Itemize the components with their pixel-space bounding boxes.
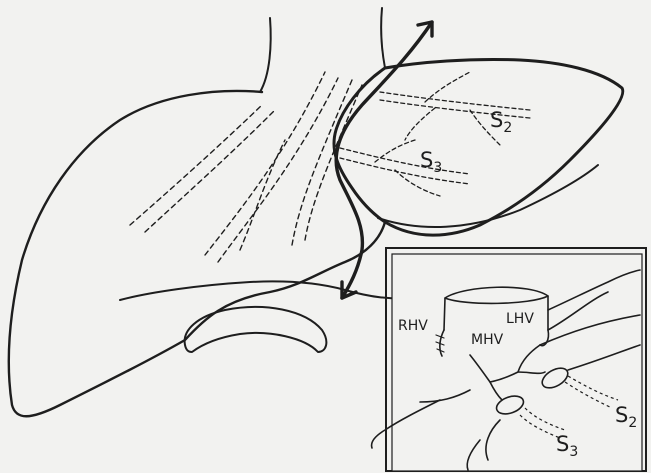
segment-3-vessels	[340, 140, 470, 196]
inset-label-rhv: RHV	[398, 318, 428, 334]
label-s3: S3	[420, 148, 442, 176]
label-s2: S2	[490, 108, 512, 136]
liver-outline	[9, 91, 385, 416]
inset-label-lhv: LHV	[506, 311, 534, 327]
vena-cava-left-line	[260, 18, 271, 92]
inset-panel: RHV MHV LHV S2 S3	[372, 248, 646, 471]
inset-vena-cava-left-side	[444, 298, 445, 330]
inset-inner-frame	[392, 254, 642, 471]
left-lobe-outline	[334, 59, 623, 235]
inferior-surface-line	[120, 281, 420, 300]
vena-cava-right-line	[381, 8, 385, 68]
gallbladder-outline	[185, 307, 327, 352]
inset-label-mhv: MHV	[471, 332, 504, 348]
